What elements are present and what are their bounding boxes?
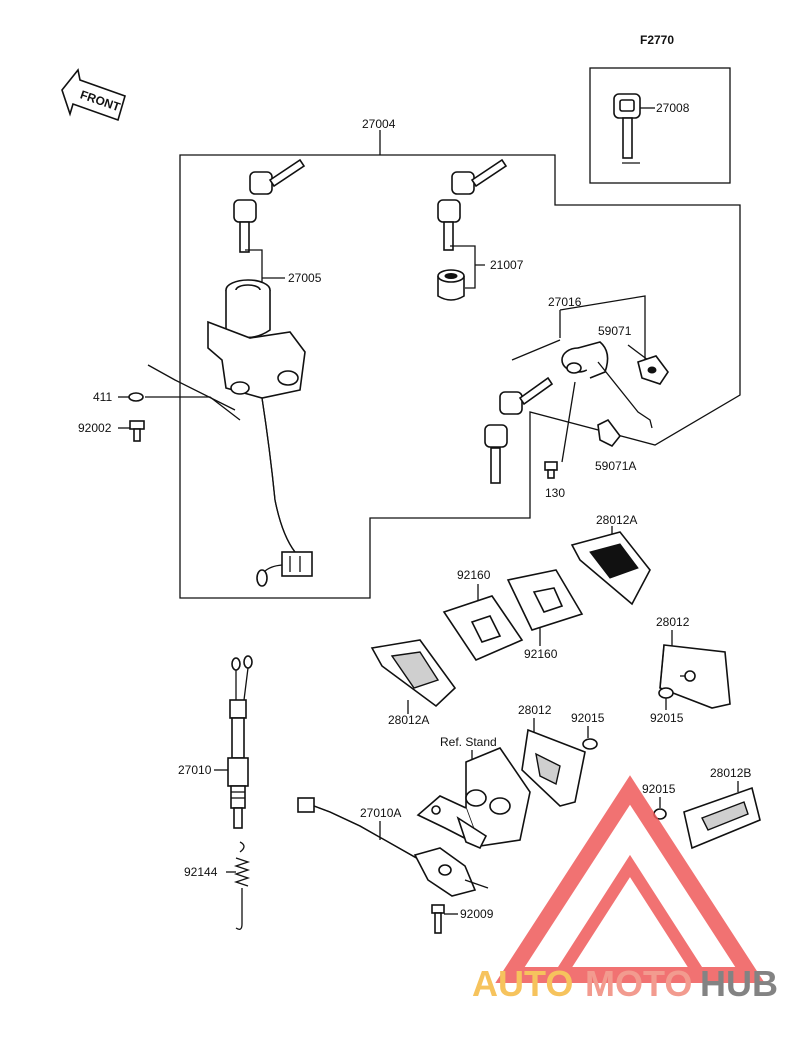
label-92144: 92144	[184, 865, 218, 879]
stand-switch-27010A-icon	[297, 797, 489, 897]
screw-130-icon	[544, 461, 558, 479]
automotohub-watermark: AUTO MOTO HUB	[472, 775, 778, 1004]
label-28012A-bottom: 28012A	[388, 713, 429, 727]
bolt-92002-icon	[129, 420, 145, 442]
label-27004: 27004	[362, 117, 396, 131]
bolt-92009-icon	[431, 904, 445, 934]
label-411: 411	[93, 390, 112, 404]
clip-59071A-icon	[597, 418, 622, 448]
label-27005: 27005	[288, 271, 322, 285]
housing-28012-right-icon	[659, 644, 731, 709]
label-28012-mid: 28012	[518, 703, 552, 717]
seat-lock-27016-icon	[561, 341, 653, 429]
bracket-59071-icon	[637, 355, 669, 385]
front-arrow-icon: FRONT	[61, 68, 126, 122]
ignition-switch-icon	[207, 279, 313, 587]
label-92002: 92002	[78, 421, 112, 435]
label-59071A: 59071A	[595, 459, 636, 473]
label-27016: 27016	[548, 295, 582, 309]
label-27010: 27010	[178, 763, 212, 777]
watermark-hub: HUB	[700, 963, 778, 1004]
gasket-92160-left-icon	[442, 595, 524, 662]
nut-92015-mid-icon	[582, 738, 598, 750]
lens-28012A-top-icon	[570, 531, 651, 606]
key-inset-box	[589, 67, 731, 184]
ignition-keys-icon	[233, 158, 306, 253]
watermark-moto: MOTO	[585, 963, 692, 1004]
label-92160-left: 92160	[457, 568, 491, 582]
watermark-auto: AUTO	[472, 963, 573, 1004]
spring-92144-icon	[233, 841, 251, 930]
label-92009: 92009	[460, 907, 494, 921]
lens-28012A-bottom-icon	[370, 639, 457, 708]
stand-bracket-icon	[416, 747, 531, 850]
figure-code: F2770	[640, 33, 674, 47]
label-92160-right: 92160	[524, 647, 558, 661]
seat-lock-keys-icon	[484, 376, 554, 484]
label-28012-right: 28012	[656, 615, 690, 629]
label-27008: 27008	[656, 101, 690, 115]
label-27010A: 27010A	[360, 806, 401, 820]
label-28012A-top: 28012A	[596, 513, 637, 527]
label-28012B: 28012B	[710, 766, 751, 780]
brake-switch-27010-icon	[227, 655, 253, 829]
label-59071: 59071	[598, 324, 632, 338]
label-130: 130	[545, 486, 565, 500]
ref-stand-note: Ref. Stand	[440, 735, 497, 749]
nut-92015-right-icon	[658, 687, 674, 699]
reflector-28012B-icon	[683, 786, 761, 850]
cap-keys-icon	[437, 158, 508, 251]
housing-28012-mid-icon	[521, 728, 586, 807]
washer-411-icon	[128, 392, 144, 402]
key-27008-icon	[613, 93, 641, 164]
label-92015-low: 92015	[642, 782, 676, 796]
gasket-92160-right-icon	[506, 569, 584, 631]
assembly-outline-27004	[179, 154, 741, 599]
label-21007: 21007	[490, 258, 524, 272]
label-92015-mid: 92015	[571, 711, 605, 725]
lock-cylinder-21007-icon	[437, 269, 465, 301]
label-92015-right: 92015	[650, 711, 684, 725]
